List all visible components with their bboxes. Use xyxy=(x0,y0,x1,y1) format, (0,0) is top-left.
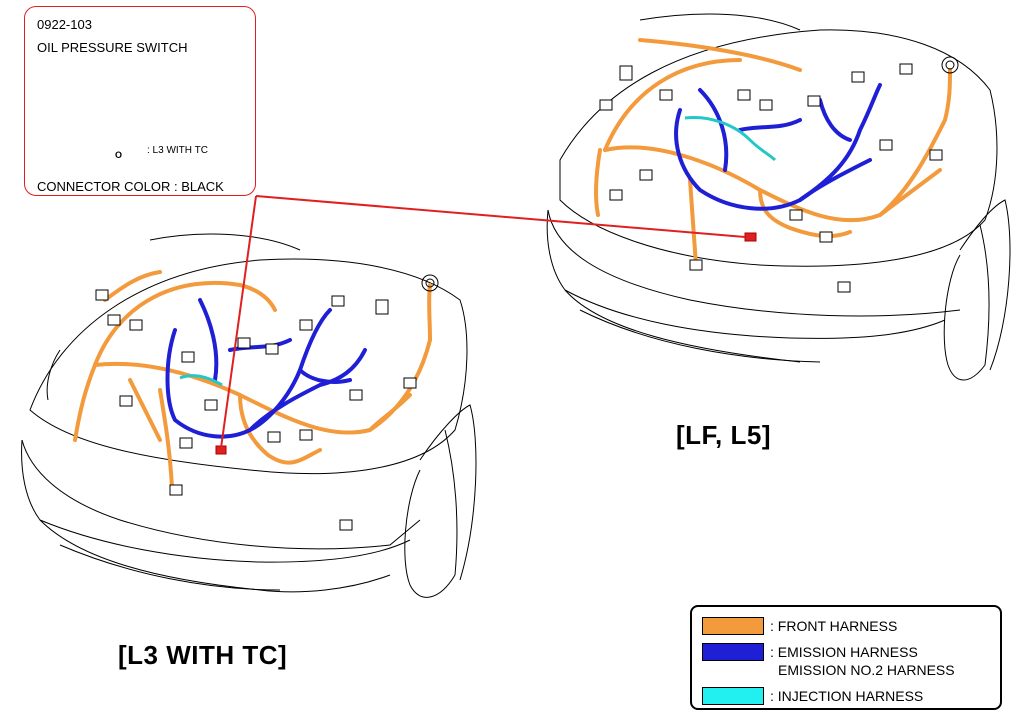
terminal-b-label: B xyxy=(103,142,110,152)
connector-callout: 0922-103 OIL PRESSURE SWITCH : L3 WITH T… xyxy=(24,6,256,196)
legend-label-injection: : INJECTION HARNESS xyxy=(770,688,924,704)
terminal-o-label: O xyxy=(115,150,123,160)
connector-name: OIL PRESSURE SWITCH xyxy=(37,40,188,55)
right-connectors xyxy=(599,63,943,293)
right-fan-ring-icon xyxy=(941,56,959,74)
terminal-v-label: V xyxy=(114,96,121,106)
legend-row-front: : FRONT HARNESS xyxy=(702,617,897,635)
right-view-label: [LF, L5] xyxy=(676,420,771,450)
left-connectors xyxy=(95,289,417,531)
injection-harness-swatch xyxy=(702,687,764,705)
right-emission-harness xyxy=(674,83,882,211)
wire-color-key-note: : L3 WITH TC xyxy=(147,145,208,156)
right-car-outline xyxy=(546,13,1011,381)
front-harness-swatch xyxy=(702,617,764,635)
legend-label-emission-no2: EMISSION NO.2 HARNESS xyxy=(778,662,955,678)
legend-label-emission: : EMISSION HARNESS xyxy=(770,644,918,660)
left-injection-harness xyxy=(179,374,223,387)
left-view-label: [L3 WITH TC] xyxy=(118,640,288,670)
harness-legend: : FRONT HARNESS : EMISSION HARNESS EMISS… xyxy=(690,605,1002,710)
right-oil-pressure-switch-marker xyxy=(744,232,757,242)
left-front-harness xyxy=(73,270,433,490)
left-fan-ring-icon xyxy=(421,274,439,292)
left-car-outline xyxy=(21,233,477,598)
legend-label-front: : FRONT HARNESS xyxy=(770,618,898,634)
right-injection-harness xyxy=(684,115,777,162)
emission-harness-swatch xyxy=(702,643,764,661)
left-emission-harness xyxy=(165,298,367,439)
legend-row-emission: : EMISSION HARNESS EMISSION NO.2 HARNESS xyxy=(702,643,955,679)
connector-code: 0922-103 xyxy=(37,17,92,32)
legend-row-injection: : INJECTION HARNESS xyxy=(702,687,923,705)
connector-color-label: CONNECTOR COLOR : BLACK xyxy=(37,179,224,194)
leader-lines xyxy=(220,195,746,449)
